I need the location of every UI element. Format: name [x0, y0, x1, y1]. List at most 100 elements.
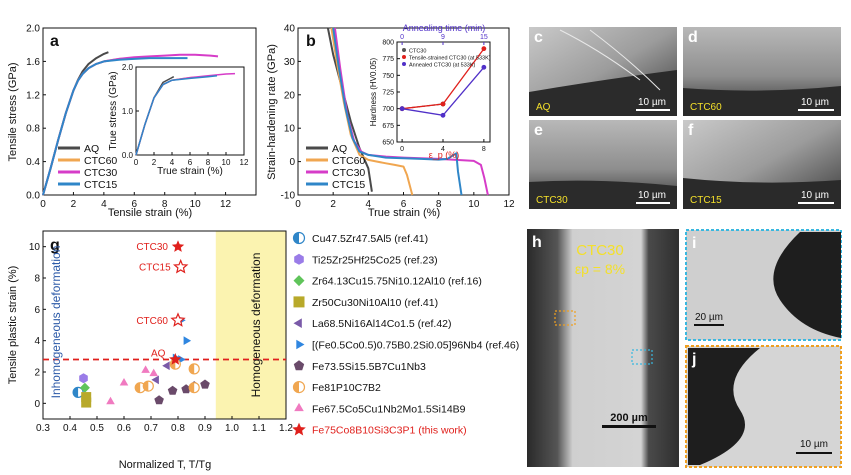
- panel-label-d: d: [688, 29, 698, 46]
- legend-g-label-2: Zr64.13Cu15.75Ni10.12Al10 (ref.16): [312, 276, 482, 288]
- b-series-ctc15: [332, 27, 463, 196]
- axes-frame-g: [42, 230, 287, 420]
- panel-label-i: i: [692, 235, 696, 252]
- scatter-point-27: [170, 312, 186, 327]
- xlabel-a: Tensile strain (%): [108, 207, 192, 219]
- a-xtick-label-0: 0: [40, 199, 46, 210]
- a-series-ctc15: [42, 57, 188, 196]
- a-inset-ytick-label-1: 1.0: [122, 107, 134, 116]
- scatter-point-1: [79, 373, 88, 384]
- a-ytick-label-3: 1.2: [26, 90, 40, 101]
- legend-g-marker-3: [293, 296, 305, 308]
- scale-d: 10 µm: [801, 97, 829, 108]
- ylabel-b: Strain-hardening rate (GPa): [266, 44, 278, 180]
- panel-label-c: c: [534, 29, 543, 46]
- region-right-label: Homogeneous deformation: [249, 253, 263, 398]
- b-inset-legend-marker-1: [402, 55, 406, 59]
- a-xtick-label-4: 8: [162, 199, 168, 210]
- inset-frame-a: [135, 66, 245, 156]
- scatter-point-24: [149, 368, 158, 377]
- inset-toplabel-b: Annealing time (min): [403, 23, 486, 33]
- scatter-point-25: [171, 240, 185, 252]
- a-xtick-label-1: 2: [71, 199, 77, 210]
- b-inset-xtick-label-1: 4: [441, 146, 445, 153]
- g-ytick-label-2: 4: [34, 336, 40, 347]
- a-xtick-label-2: 4: [101, 199, 107, 210]
- panel-label-g: g: [50, 237, 60, 254]
- legend-g-marker-4: [293, 318, 302, 328]
- b-xtick-label-2: 4: [366, 199, 372, 210]
- panel-label-a: a: [50, 33, 59, 50]
- micrograph-j: j 10 µm: [685, 345, 842, 468]
- b-inset-legend-label-0: CTC30: [409, 49, 426, 55]
- xlabel-g: Normalized T, T/Tg: [119, 459, 212, 471]
- annotation-2: CTC60: [136, 316, 168, 327]
- b-inset-xtick-label-0: 0: [400, 146, 404, 153]
- g-xtick-label-2: 0.5: [90, 423, 104, 434]
- legend-g-label-3: Zr50Cu30Ni10Al10 (ref.41): [312, 297, 438, 309]
- legend-g-marker-1: [294, 253, 304, 265]
- g-xtick-label-9: 1.2: [279, 423, 293, 434]
- caption-e: CTC30: [536, 195, 568, 206]
- b-inset-legend-label-1: Tensile-strained CTC30 (at 533K): [409, 56, 491, 62]
- a-inset-xtick-label-2: 4: [170, 158, 175, 167]
- micrographs-c-f: c AQ 10 µm d CTC60 10 µm e CTC30 10 µm f…: [529, 27, 841, 209]
- b-inset-ytick-label-0: 650: [382, 139, 394, 146]
- subcaption-h: εp = 8%: [575, 261, 625, 277]
- b-inset-toptick-label-0: 0: [400, 34, 404, 41]
- a-inset-xtick-label-0: 0: [134, 158, 139, 167]
- g-xtick-label-1: 0.4: [63, 423, 77, 434]
- micrograph-f: f CTC15 10 µm: [683, 120, 841, 209]
- scatter-point-28: [169, 353, 182, 365]
- a-inset-xtick-label-3: 6: [188, 158, 193, 167]
- legend-g-marker-9: [292, 422, 306, 436]
- scatter-point-19-fill: [189, 363, 195, 374]
- g-xtick-label-3: 0.6: [117, 423, 131, 434]
- b-inset-toptick-label-1: 9: [441, 34, 445, 41]
- b-inset-legend-marker-0: [402, 48, 406, 52]
- legend-g-label-4: La68.5Ni16Al14Co1.5 (ref.42): [312, 318, 452, 330]
- a-inset-ytick-label-2: 2.0: [122, 63, 134, 72]
- legend-g-marker-8: [294, 402, 304, 412]
- b-legend-label-1: CTC60: [332, 155, 365, 167]
- homogeneous-region: [215, 231, 286, 419]
- a-inset-xtick-label-5: 10: [222, 158, 231, 167]
- a-legend-label-1: CTC60: [84, 155, 117, 167]
- b-inset-ytick-label-5: 775: [382, 56, 394, 63]
- scatter-point-16-fill: [135, 382, 141, 393]
- legend-g-label-6: Fe73.5Si15.5B7Cu1Nb3: [312, 361, 426, 373]
- b-xtick-label-3: 6: [401, 199, 407, 210]
- g-ytick-label-0: 0: [34, 399, 40, 410]
- ylabel-a: Tensile stress (GPa): [7, 62, 19, 161]
- a-legend-label-3: CTC15: [84, 179, 117, 191]
- inset-ylabel-b: Hardness (HV0.05): [369, 57, 378, 126]
- a-inset-ytick-label-0: 0.0: [122, 151, 134, 160]
- b-inset-ytick-label-4: 750: [382, 73, 394, 80]
- scatter-point-3: [81, 397, 92, 408]
- a-xtick-label-3: 6: [132, 199, 138, 210]
- micrograph-c: c AQ 10 µm: [529, 27, 677, 116]
- series-group-b: [326, 27, 489, 196]
- b-xtick-label-0: 0: [295, 199, 301, 210]
- b-inset-ytick-label-3: 725: [382, 89, 394, 96]
- inset-frame-b: [396, 41, 491, 143]
- b-xtick-label-4: 8: [436, 199, 442, 210]
- scale-h: 200 µm: [610, 412, 648, 424]
- b-legend-label-2: CTC30: [332, 167, 365, 179]
- inset-xlabel-b: ε_p (%): [429, 150, 460, 160]
- scatter-point-13: [181, 384, 191, 394]
- scale-j: 10 µm: [800, 439, 828, 450]
- zoom-box-i: [631, 349, 653, 365]
- legend-g-marker-0-fill: [293, 232, 299, 244]
- micrographs-h-j: h CTC30 εp = 8% 200 µm i 20 µm j 10 µm: [527, 229, 842, 468]
- b-series-aq: [326, 27, 373, 192]
